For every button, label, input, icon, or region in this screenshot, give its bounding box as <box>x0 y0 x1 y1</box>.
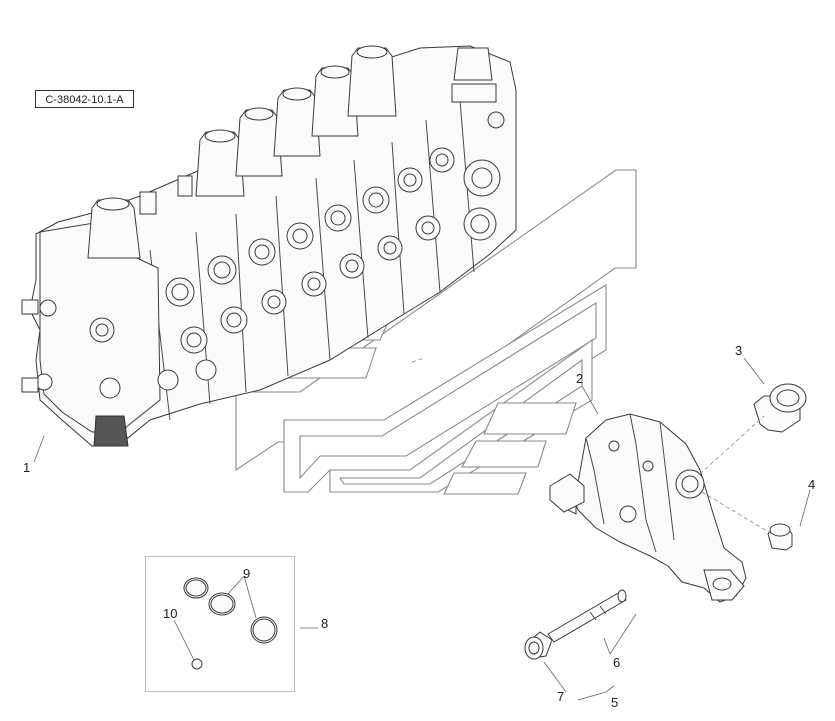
callout-4: 4 <box>808 477 816 492</box>
callout-3: 3 <box>735 343 743 358</box>
leader-lines <box>33 357 811 701</box>
seal-kit-box <box>145 556 295 692</box>
o-ring-kit <box>183 577 278 670</box>
callout-10: 10 <box>163 606 178 621</box>
drawing-reference-code: C-38042-10.1-A <box>35 90 134 108</box>
callout-1: 1 <box>23 460 31 475</box>
small-plug <box>767 523 793 551</box>
callout-8: 8 <box>321 616 329 631</box>
callout-2: 2 <box>576 371 584 386</box>
sleeve <box>524 631 553 660</box>
callout-5: 5 <box>611 695 619 710</box>
valve-ports <box>157 111 505 391</box>
callout-6: 6 <box>613 655 621 670</box>
spool-caps <box>87 45 397 259</box>
callout-7: 7 <box>557 689 565 704</box>
pin <box>547 589 627 643</box>
callout-9: 9 <box>243 566 251 581</box>
control-valve-bank <box>21 45 517 447</box>
plug <box>753 383 807 433</box>
mounting-bracket <box>549 413 747 603</box>
